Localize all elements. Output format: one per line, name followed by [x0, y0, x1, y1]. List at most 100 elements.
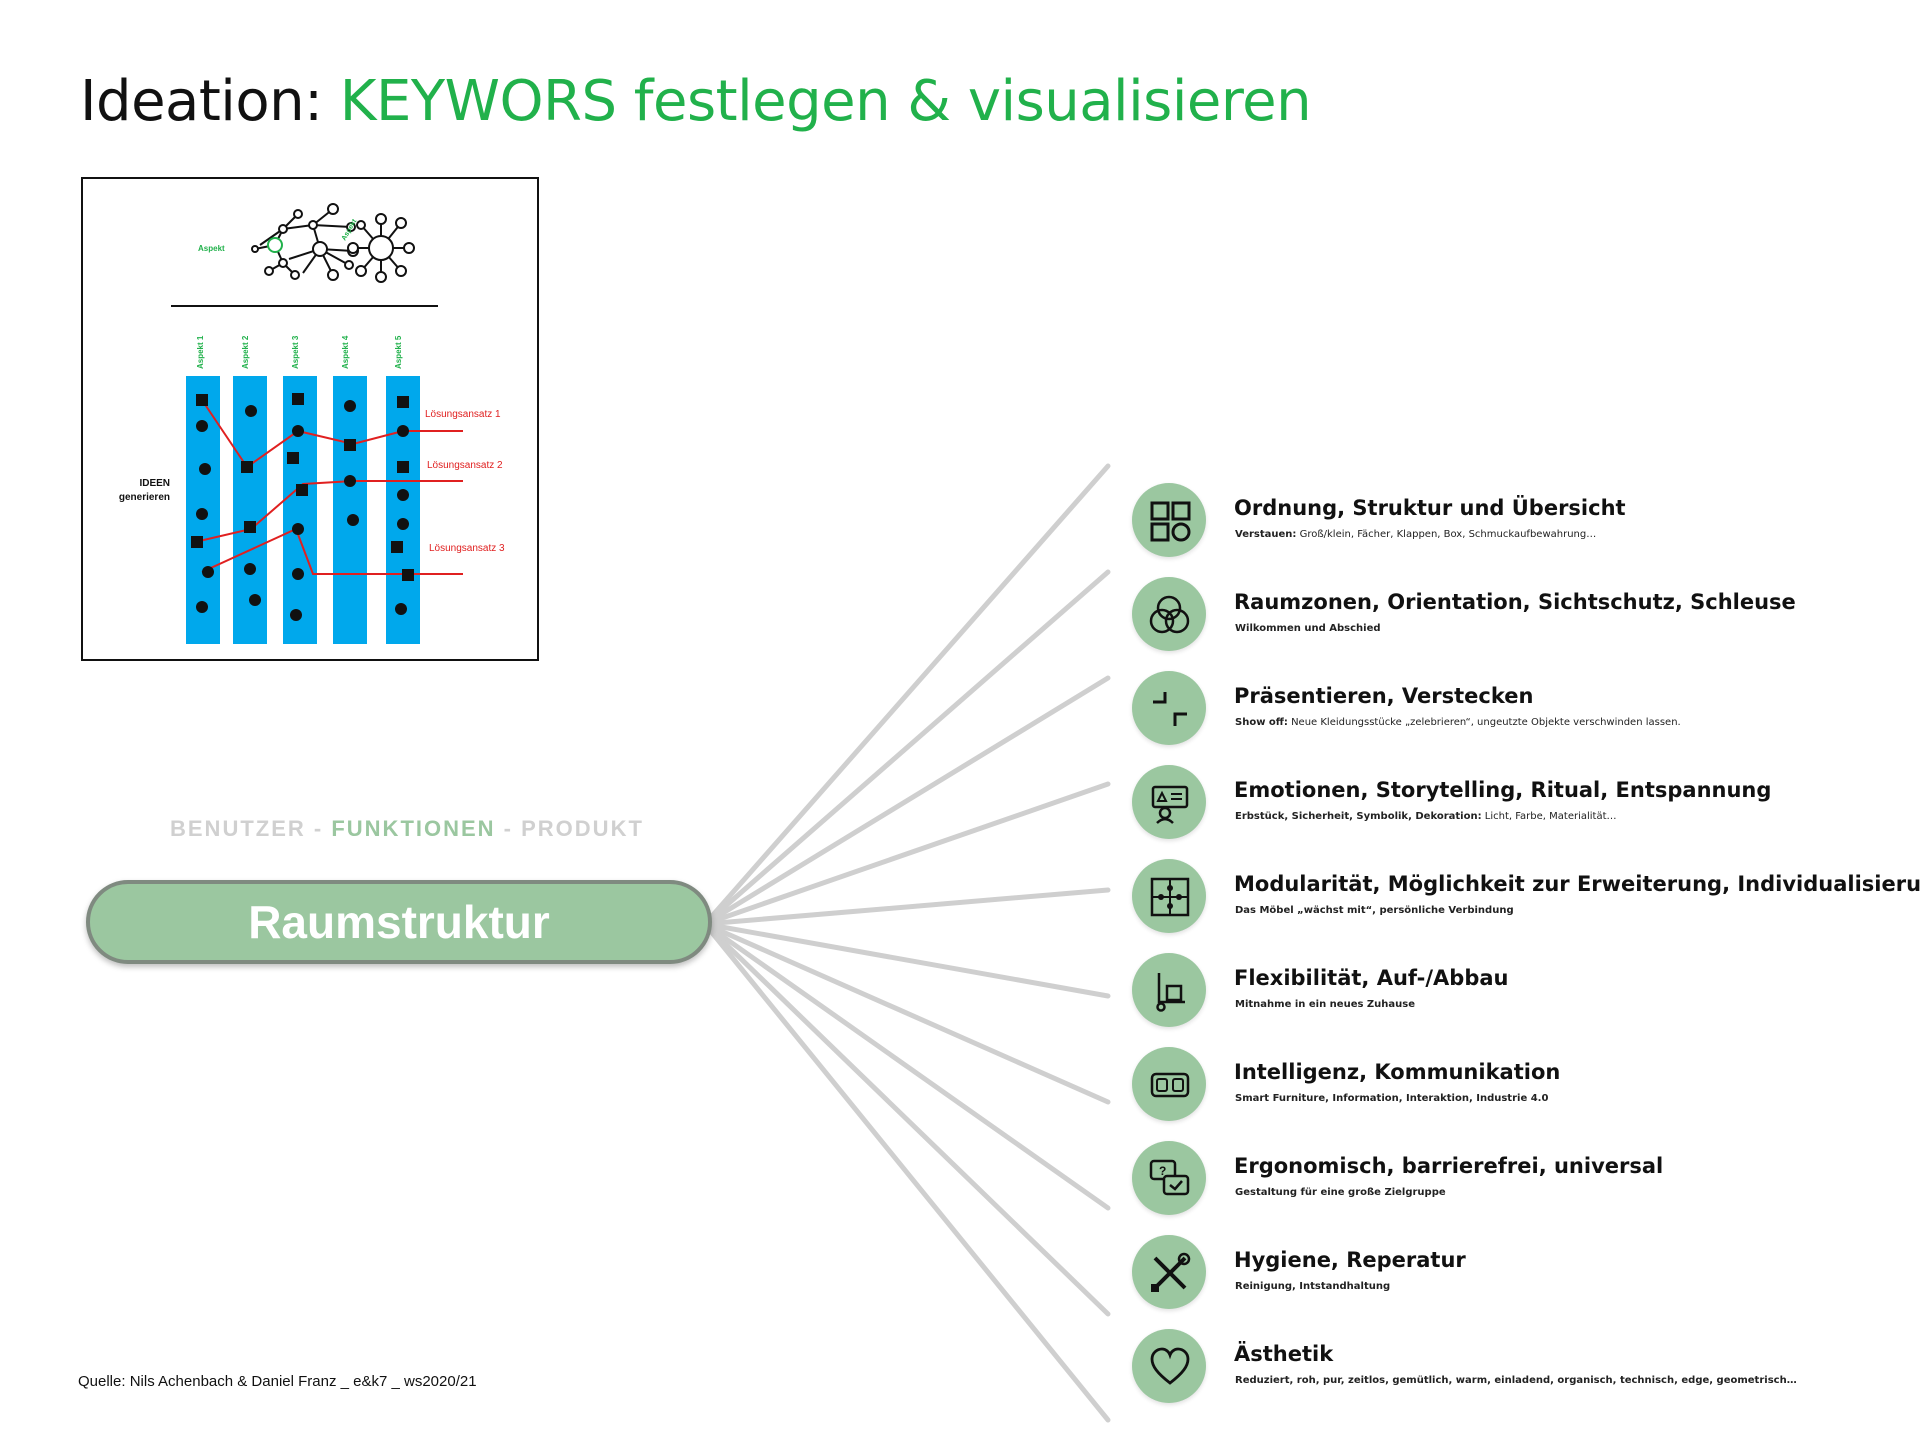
keyword-icon-badge — [1132, 671, 1206, 745]
svg-text:?: ? — [1159, 1164, 1166, 1178]
keyword-icon-badge — [1132, 1235, 1206, 1309]
hand-truck-icon — [1156, 973, 1185, 1012]
keyword-icon-badge — [1132, 483, 1206, 557]
keyword-subtitle: Smart Furniture, Information, Interaktio… — [1235, 1093, 1548, 1104]
subhead-separator: - — [495, 816, 522, 841]
ideas-label-line2: generieren — [119, 492, 170, 503]
keyword-subtitle: Reinigung, Intstandhaltung — [1235, 1281, 1390, 1292]
keyword-icon-badge — [1132, 765, 1206, 839]
puzzle-icon — [1150, 877, 1190, 917]
grid-shapes-icon — [1150, 501, 1191, 542]
keyword-subtitle-bold: Mitnahme in ein neues Zuhause — [1235, 999, 1415, 1010]
venn-circles-icon — [1149, 595, 1190, 634]
keyword-subtitle: Wilkommen und Abschied — [1235, 623, 1381, 634]
keyword-row: Modularität, Möglichkeit zur Erweiterung… — [1132, 856, 1920, 936]
subhead-middle: FUNKTIONEN — [331, 816, 496, 841]
keyword-title: Ästhetik — [1234, 1342, 1334, 1366]
column-label-2: Aspekt 2 — [241, 335, 250, 369]
column-label-1: Aspekt 1 — [196, 335, 205, 369]
connector-line — [702, 921, 1111, 1211]
center-node-label: Raumstruktur — [248, 896, 550, 948]
heart-icon — [1150, 1347, 1190, 1385]
keyword-icon-badge — [1132, 953, 1206, 1027]
keyword-title: Hygiene, Reperatur — [1234, 1248, 1466, 1272]
keyword-row: Emotionen, Storytelling, Ritual, Entspan… — [1132, 762, 1892, 842]
keyword-subtitle: Verstauen: Groß/klein, Fächer, Klappen, … — [1235, 529, 1596, 540]
ideas-label-line1: IDEEN — [139, 478, 170, 489]
keyword-subtitle: Das Möbel „wächst mit“, persönliche Verb… — [1235, 905, 1514, 916]
connector-line — [702, 781, 1111, 927]
column-label-3: Aspekt 3 — [291, 335, 300, 369]
connector-line — [702, 921, 1111, 1423]
keyword-subtitle-bold: Das Möbel „wächst mit“, persönliche Verb… — [1235, 905, 1514, 916]
radial-graph-icon — [347, 213, 415, 283]
keyword-icon-badge — [1132, 577, 1206, 651]
keyword-title: Flexibilität, Auf-/Abbau — [1234, 966, 1509, 990]
idea-markers — [191, 393, 414, 621]
solution-label-1: Lösungsansatz 1 — [425, 409, 501, 420]
crop-corners-icon — [1153, 692, 1187, 726]
keyword-subtitle-text: Groß/klein, Fächer, Klappen, Box, Schmuc… — [1296, 529, 1597, 540]
subhead-left: BENUTZER — [170, 816, 306, 841]
solution-label-3: Lösungsansatz 3 — [429, 543, 505, 554]
title-prefix: Ideation: — [80, 69, 340, 134]
keyword-subtitle: Reduziert, roh, pur, zeitlos, gemütlich,… — [1235, 1375, 1797, 1386]
method-figure-drawing: Aspekt Aspekt Aspekt 1 Aspekt 2 Aspekt 3… — [119, 203, 505, 644]
keyword-subtitle-bold: Gestaltung für eine große Zielgruppe — [1235, 1187, 1446, 1198]
connector-line — [702, 463, 1111, 927]
keyword-title: Ergonomisch, barrierefrei, universal — [1234, 1154, 1664, 1178]
method-figure: Aspekt Aspekt Aspekt 1 Aspekt 2 Aspekt 3… — [81, 177, 539, 661]
connector-line — [702, 921, 1111, 1105]
keyword-subtitle-bold: Erbstück, Sicherheit, Symbolik, Dekorati… — [1235, 811, 1482, 822]
center-node: Raumstruktur — [86, 880, 712, 964]
keyword-title: Präsentieren, Verstecken — [1234, 684, 1534, 708]
keyword-subtitle: Mitnahme in ein neues Zuhause — [1235, 999, 1415, 1010]
keyword-subtitle-bold: Reinigung, Intstandhaltung — [1235, 1281, 1391, 1292]
keyword-title: Raumzonen, Orientation, Sichtschutz, Sch… — [1234, 590, 1796, 614]
source-citation: Quelle: Nils Achenbach & Daniel Franz _ … — [78, 1373, 477, 1390]
page-title: Ideation: KEYWORS festlegen & visualisie… — [80, 66, 1312, 138]
keyword-subtitle: Gestaltung für eine große Zielgruppe — [1235, 1187, 1446, 1198]
solution-label-2: Lösungsansatz 2 — [427, 460, 503, 471]
keyword-subtitle-bold: Verstauen: — [1235, 529, 1297, 540]
column-label-4: Aspekt 4 — [341, 335, 350, 369]
keyword-icon-badge: ? — [1132, 1141, 1206, 1215]
keyword-title: Intelligenz, Kommunikation — [1234, 1060, 1561, 1084]
aspect-label-1: Aspekt — [198, 244, 225, 253]
connector-line — [702, 675, 1111, 927]
keyword-subtitle-text: Neue Kleidungsstücke „zelebrieren“, unge… — [1287, 717, 1681, 728]
subhead-separator: - — [305, 816, 332, 841]
keyword-title: Modularität, Möglichkeit zur Erweiterung… — [1234, 872, 1920, 896]
keyword-row: Raumzonen, Orientation, Sichtschutz, Sch… — [1132, 574, 1892, 654]
tools-icon — [1151, 1252, 1191, 1292]
connector-line — [702, 921, 1111, 1317]
presentation-icon — [1151, 785, 1189, 824]
keyword-subtitle-bold: Show off: — [1235, 717, 1288, 728]
connector-line — [702, 921, 1111, 999]
keyword-subtitle-text: Licht, Farbe, Materialität… — [1481, 811, 1617, 822]
section-subheading: BENUTZER - FUNKTIONEN - PRODUKT — [170, 816, 642, 842]
column-label-5: Aspekt 5 — [394, 335, 403, 369]
keyword-subtitle-bold: Wilkommen und Abschied — [1235, 623, 1381, 634]
keyword-subtitle-bold: Reduziert, roh, pur, zeitlos, gemütlich,… — [1235, 1375, 1797, 1386]
chat-question-icon: ? — [1149, 1159, 1190, 1196]
keyword-title: Ordnung, Struktur und Übersicht — [1234, 496, 1626, 520]
title-accent: KEYWORS festlegen & visualisieren — [339, 69, 1312, 134]
keyword-subtitle: Show off: Neue Kleidungsstücke „zelebrie… — [1235, 717, 1681, 728]
keyword-subtitle: Erbstück, Sicherheit, Symbolik, Dekorati… — [1235, 811, 1617, 822]
vr-headset-icon — [1150, 1072, 1190, 1098]
keyword-title: Emotionen, Storytelling, Ritual, Entspan… — [1234, 778, 1772, 802]
connector-line — [702, 887, 1111, 927]
keyword-icon-badge — [1132, 1047, 1206, 1121]
keyword-icon-badge — [1132, 1329, 1206, 1403]
connector-line — [702, 569, 1111, 927]
keyword-icon-badge — [1132, 859, 1206, 933]
subhead-right: PRODUKT — [521, 816, 644, 841]
